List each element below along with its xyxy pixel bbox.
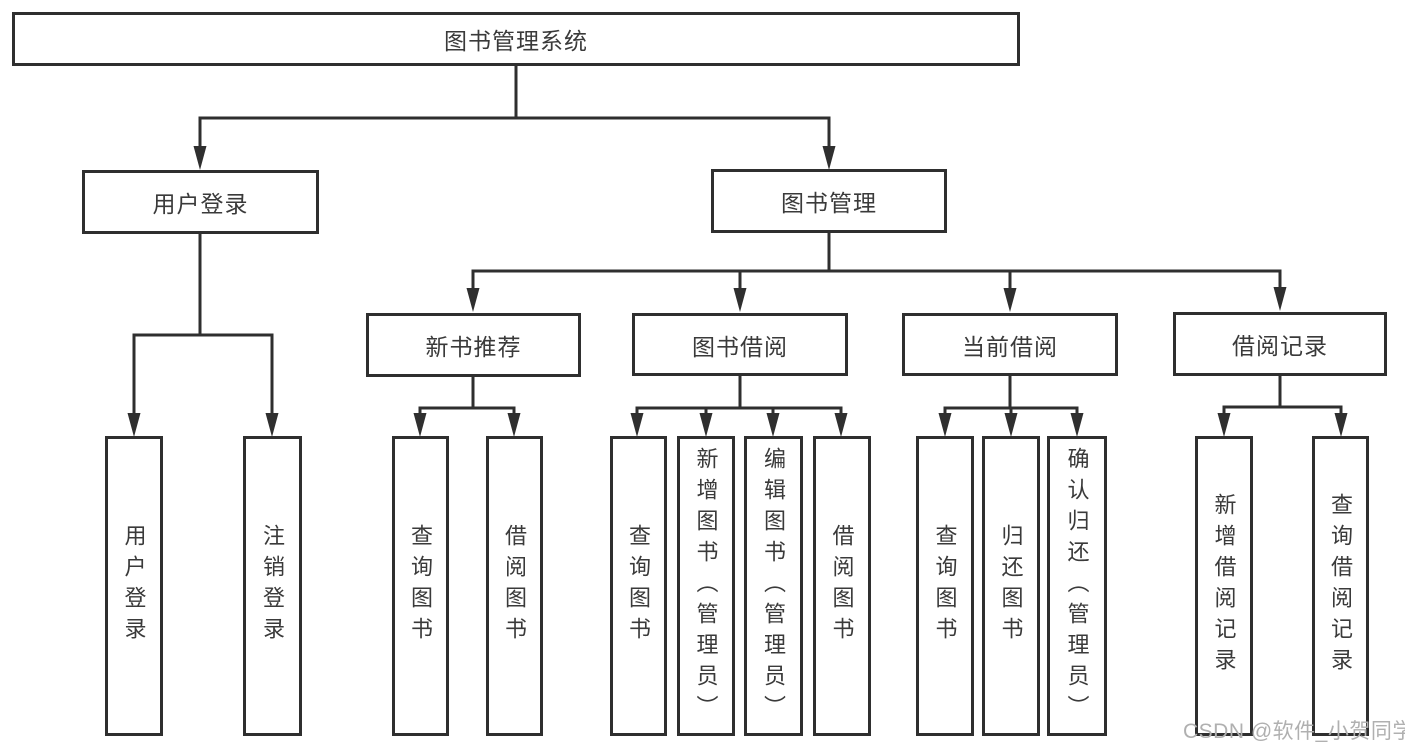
leaf-bb-query-books: 查询图书 — [610, 436, 667, 736]
leaf-bb-add-books-admin-label: 新增图书（管理员） — [693, 446, 719, 726]
leaf-nb-borrow-books: 借阅图书 — [486, 436, 543, 736]
leaf-cb-query-books-label: 查询图书 — [932, 524, 958, 648]
leaf-nb-query-books-label: 查询图书 — [408, 524, 434, 648]
edge-borrowing-records-children — [1217, 374, 1348, 437]
leaf-bb-add-books-admin: 新增图书（管理员） — [677, 436, 735, 736]
leaf-user-login-label: 用户登录 — [121, 524, 147, 648]
leaf-nb-query-books: 查询图书 — [392, 436, 449, 736]
edge-user-login-children — [127, 232, 279, 437]
leaf-bb-edit-books-admin: 编辑图书（管理员） — [744, 436, 803, 736]
leaf-br-query-borrow-record: 查询借阅记录 — [1312, 436, 1369, 736]
edge-root-to-branches — [193, 64, 836, 170]
leaf-bb-query-books-label: 查询图书 — [626, 524, 652, 648]
edge-current-borrowing-children — [938, 374, 1084, 437]
leaf-cb-return-books: 归还图书 — [982, 436, 1040, 736]
node-borrowing-records: 借阅记录 — [1173, 312, 1387, 376]
leaf-br-query-borrow-record-label: 查询借阅记录 — [1328, 493, 1354, 679]
node-library-management-system: 图书管理系统 — [12, 12, 1020, 66]
leaf-bb-borrow-books: 借阅图书 — [813, 436, 871, 736]
node-book-borrowing: 图书借阅 — [632, 313, 848, 376]
leaf-logout-login-label: 注销登录 — [260, 524, 286, 648]
watermark-csdn: CSDN @软件_小贺同学 — [1183, 720, 1405, 743]
node-new-book-recommendation: 新书推荐 — [366, 313, 581, 377]
edge-book-management-children — [466, 231, 1287, 312]
leaf-logout-login: 注销登录 — [243, 436, 302, 736]
edge-book-borrowing-children — [630, 374, 848, 437]
leaf-cb-confirm-return-admin-label: 确认归还（管理员） — [1064, 446, 1090, 726]
leaf-nb-borrow-books-label: 借阅图书 — [502, 524, 528, 648]
leaf-br-add-borrow-record: 新增借阅记录 — [1195, 436, 1253, 736]
leaf-bb-edit-books-admin-label: 编辑图书（管理员） — [761, 446, 787, 726]
leaf-bb-borrow-books-label: 借阅图书 — [829, 524, 855, 648]
leaf-br-add-borrow-record-label: 新增借阅记录 — [1211, 493, 1237, 679]
node-user-login: 用户登录 — [82, 170, 319, 234]
node-current-borrowing: 当前借阅 — [902, 313, 1118, 376]
leaf-user-login: 用户登录 — [105, 436, 163, 736]
leaf-cb-query-books: 查询图书 — [916, 436, 974, 736]
edge-new-book-children — [413, 375, 521, 437]
node-book-management: 图书管理 — [711, 169, 947, 233]
leaf-cb-return-books-label: 归还图书 — [998, 524, 1024, 648]
leaf-cb-confirm-return-admin: 确认归还（管理员） — [1047, 436, 1107, 736]
